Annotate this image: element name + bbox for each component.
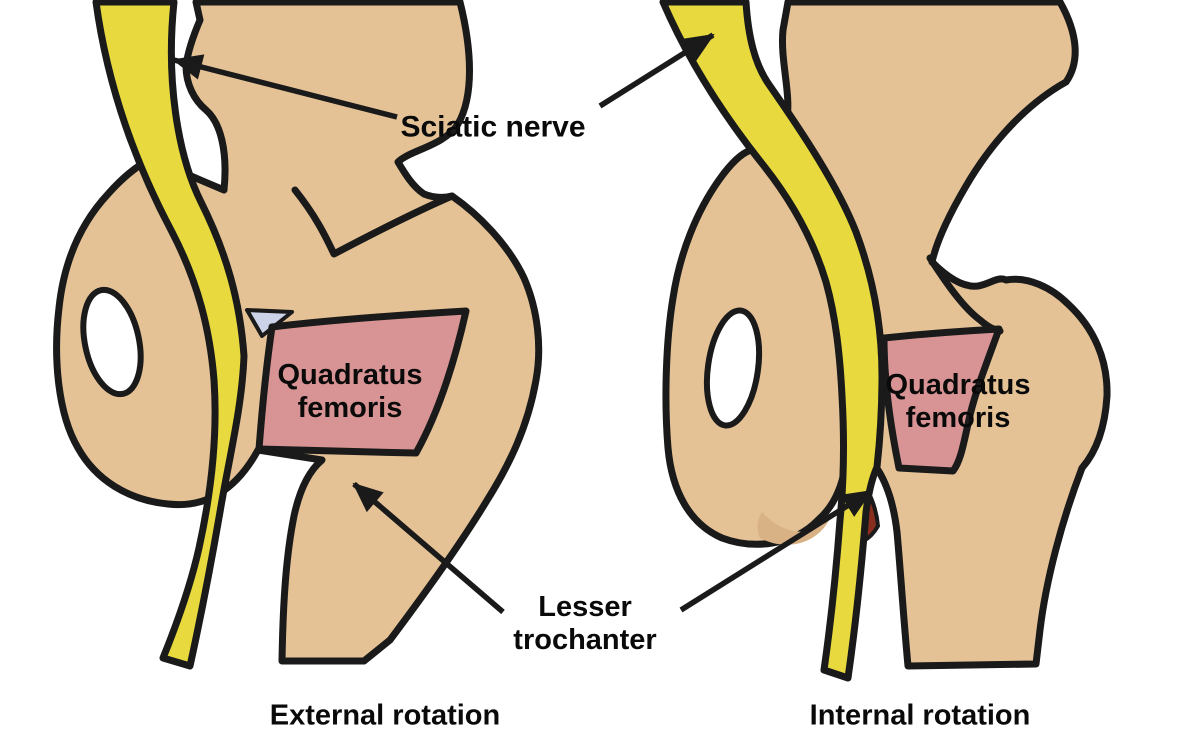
caption-internal-rotation: Internal rotation xyxy=(809,699,1031,732)
right-quadratus-femoris-muscle xyxy=(880,325,1003,475)
sciatic-nerve-right-arrow xyxy=(598,32,715,109)
annotation-arrows xyxy=(172,32,873,615)
lesser-trochanter-label-line2: trochanter xyxy=(513,624,657,656)
lesser-trochanter-right-arrow xyxy=(679,488,873,613)
quadratus-femoris-label-right: Quadratus femoris xyxy=(885,369,1030,435)
left-sciatic-nerve-band xyxy=(92,0,248,670)
sciatic-nerve-label: Sciatic nerve xyxy=(400,110,586,144)
quadratus-femoris-label-right-line2: femoris xyxy=(905,402,1011,434)
internal-rotation-illustration xyxy=(659,0,1111,682)
quadratus-femoris-label-left-line2: femoris xyxy=(297,392,403,424)
lesser-trochanter-label-line1: Lesser xyxy=(538,591,632,623)
lesser-trochanter-left-arrow xyxy=(352,481,505,615)
sciatic-nerve-left-arrow xyxy=(172,54,398,120)
right-ischium-shadow xyxy=(757,512,830,545)
quadratus-femoris-label-left: Quadratus femoris xyxy=(277,359,422,425)
left-bone-crevice-line xyxy=(291,186,456,258)
left-quadratus-femoris-muscle xyxy=(255,307,470,457)
quadratus-femoris-label-left-line1: Quadratus xyxy=(277,359,423,391)
right-obturator-foramen xyxy=(703,307,763,429)
external-rotation-illustration xyxy=(53,0,543,670)
quadratus-femoris-label-right-line1: Quadratus xyxy=(885,369,1031,401)
lesser-trochanter-label: Lesser trochanter xyxy=(513,591,656,657)
caption-external-rotation: External rotation xyxy=(269,699,501,732)
left-obturator-foramen xyxy=(80,286,144,398)
right-sciatic-nerve-band xyxy=(659,0,886,682)
